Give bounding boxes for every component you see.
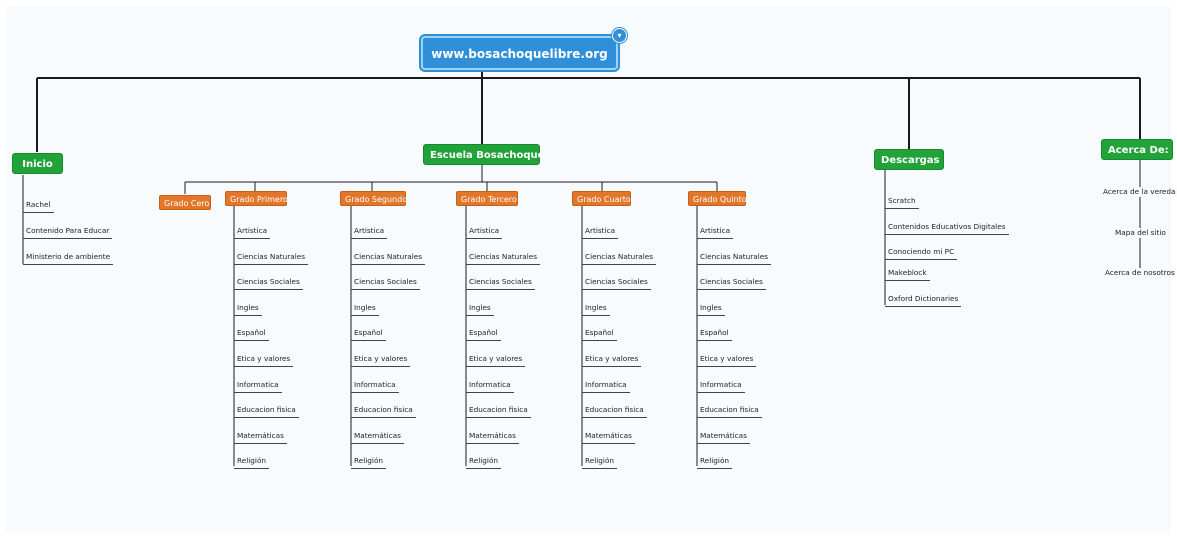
subject-leaf[interactable]: Artistica	[351, 225, 388, 239]
leaf-acerca-de-la-vereda[interactable]: Acerca de la vereda	[1102, 187, 1177, 197]
subject-leaf[interactable]: Español	[697, 327, 732, 341]
leaf-oxford-dictionaries[interactable]: Oxford Dictionaries	[885, 293, 962, 307]
subject-leaf[interactable]: Religión	[234, 455, 270, 469]
subject-leaf[interactable]: Matemáticas	[234, 430, 287, 444]
subject-leaf[interactable]: Artistica	[234, 225, 271, 239]
subject-leaf[interactable]: Religión	[697, 455, 733, 469]
subject-leaf[interactable]: Ciencias Sociales	[234, 276, 303, 290]
subject-leaf[interactable]: Artistica	[697, 225, 734, 239]
chevron-down-icon[interactable]: ▾	[612, 28, 627, 43]
subject-leaf[interactable]: Educacion fisica	[351, 404, 416, 418]
subject-leaf[interactable]: Informatica	[697, 379, 745, 393]
subject-leaf[interactable]: Español	[234, 327, 269, 341]
subject-leaf[interactable]: Ciencias Naturales	[466, 251, 541, 265]
subject-leaf[interactable]: Español	[582, 327, 617, 341]
leaf-acerca-de-nosotros[interactable]: Acerca de nosotros	[1104, 268, 1176, 278]
subject-leaf[interactable]: Ingles	[466, 302, 494, 316]
subject-leaf[interactable]: Español	[466, 327, 501, 341]
subject-leaf[interactable]: Matemáticas	[582, 430, 635, 444]
leaf-makeblock[interactable]: Makeblock	[885, 267, 930, 281]
subject-leaf[interactable]: Educacion fisica	[466, 404, 531, 418]
subject-leaf[interactable]: Matemáticas	[466, 430, 519, 444]
subject-leaf[interactable]: Ciencias Sociales	[582, 276, 651, 290]
topic-escuela-bosachoque[interactable]: Escuela Bosachoque	[423, 144, 544, 165]
topic-descargas[interactable]: Descargas	[874, 149, 944, 170]
subject-leaf[interactable]: Etica y valores	[351, 353, 411, 367]
subject-leaf[interactable]: Ciencias Sociales	[466, 276, 535, 290]
leaf-ministerio-de-ambiente[interactable]: Ministerio de ambiente	[23, 251, 114, 265]
subject-leaf[interactable]: Educacion fisica	[234, 404, 299, 418]
subject-leaf[interactable]: Religión	[466, 455, 502, 469]
subject-leaf[interactable]: Informatica	[582, 379, 630, 393]
subject-leaf[interactable]: Etica y valores	[234, 353, 294, 367]
grade-primero[interactable]: Grado Primero	[225, 191, 288, 206]
subject-leaf[interactable]: Ingles	[697, 302, 725, 316]
subject-leaf[interactable]: Etica y valores	[582, 353, 642, 367]
leaf-mapa-del-sitio[interactable]: Mapa del sitio	[1114, 228, 1167, 238]
grade-quinto[interactable]: Grado Quinto	[688, 191, 747, 206]
subject-leaf[interactable]: Educacion fisica	[582, 404, 647, 418]
leaf-contenido-para-educar[interactable]: Contenido Para Educar	[23, 225, 113, 239]
subject-leaf[interactable]: Matemáticas	[351, 430, 404, 444]
subject-leaf[interactable]: Informatica	[351, 379, 399, 393]
subject-leaf[interactable]: Ciencias Naturales	[234, 251, 309, 265]
grade-cuarto[interactable]: Grado Cuarto	[572, 191, 631, 206]
mindmap-canvas	[6, 6, 1171, 533]
grade-tercero[interactable]: Grado Tercero	[456, 191, 518, 206]
grade-cero[interactable]: Grado Cero	[159, 195, 211, 210]
grade-segundo[interactable]: Grado Segundo	[340, 191, 407, 206]
topic-inicio[interactable]: Inicio	[12, 153, 63, 174]
subject-leaf[interactable]: Etica y valores	[697, 353, 757, 367]
subject-leaf[interactable]: Español	[351, 327, 386, 341]
subject-leaf[interactable]: Informatica	[466, 379, 514, 393]
subject-leaf[interactable]: Informatica	[234, 379, 282, 393]
subject-leaf[interactable]: Artistica	[466, 225, 503, 239]
subject-leaf[interactable]: Ciencias Naturales	[582, 251, 657, 265]
leaf-rachel[interactable]: Rachel	[23, 199, 54, 213]
topic-acerca-de[interactable]: Acerca De:	[1101, 139, 1173, 160]
subject-leaf[interactable]: Ingles	[234, 302, 262, 316]
subject-leaf[interactable]: Ingles	[351, 302, 379, 316]
subject-leaf[interactable]: Ciencias Naturales	[697, 251, 772, 265]
leaf-contenidos-educativos-digitales[interactable]: Contenidos Educativos Digitales	[885, 221, 1009, 235]
subject-leaf[interactable]: Etica y valores	[466, 353, 526, 367]
subject-leaf[interactable]: Ciencias Sociales	[697, 276, 766, 290]
subject-leaf[interactable]: Matemáticas	[697, 430, 750, 444]
leaf-conociendo-mi-pc[interactable]: Conociendo mi PC	[885, 246, 958, 260]
subject-leaf[interactable]: Ciencias Sociales	[351, 276, 420, 290]
leaf-scratch[interactable]: Scratch	[885, 195, 919, 209]
root-topic[interactable]: www.bosachoquelibre.org	[421, 36, 618, 70]
subject-leaf[interactable]: Religión	[582, 455, 618, 469]
subject-leaf[interactable]: Educacion fisica	[697, 404, 762, 418]
subject-leaf[interactable]: Ingles	[582, 302, 610, 316]
subject-leaf[interactable]: Ciencias Naturales	[351, 251, 426, 265]
subject-leaf[interactable]: Artistica	[582, 225, 619, 239]
subject-leaf[interactable]: Religión	[351, 455, 387, 469]
